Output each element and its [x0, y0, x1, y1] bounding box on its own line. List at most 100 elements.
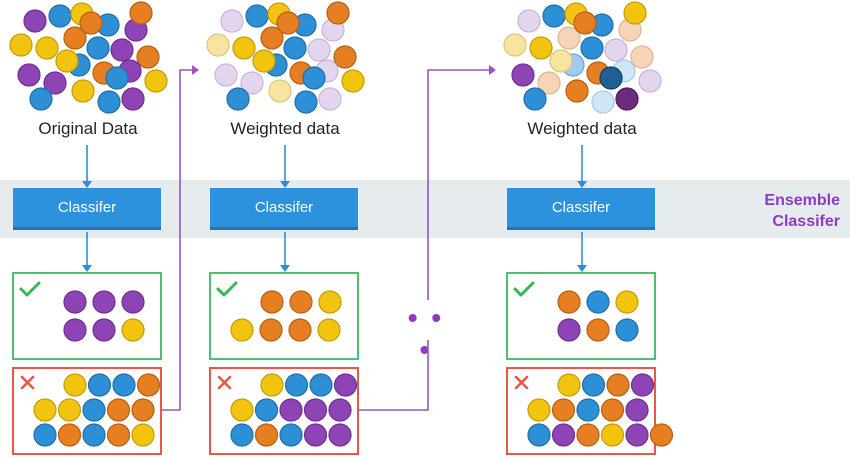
cloud-dot — [604, 38, 628, 62]
cloud-dot — [71, 79, 95, 103]
incorrect-dot — [131, 423, 155, 447]
cloud-dot — [557, 26, 581, 50]
incorrect-dot — [649, 423, 674, 447]
incorrect-dot — [136, 373, 161, 397]
cloud-dot — [333, 45, 357, 69]
cross-icon — [20, 375, 35, 390]
correct-dot — [318, 290, 342, 314]
data-label-weighted-1: Weighted data — [230, 119, 340, 138]
incorrect-dot — [328, 423, 352, 447]
correct-dot — [92, 290, 116, 314]
incorrect-dot — [230, 398, 254, 422]
cloud-dot — [17, 63, 41, 87]
correct-dot — [121, 318, 145, 342]
arrow-head — [280, 265, 290, 272]
incorrect-dot — [606, 373, 630, 397]
cloud-dot — [48, 4, 72, 28]
arrow-head — [82, 181, 92, 188]
incorrect-dot — [112, 373, 136, 397]
correct-dot — [615, 290, 639, 314]
incorrect-dot — [254, 423, 279, 447]
cloud-dot — [630, 45, 654, 69]
cloud-dot — [599, 66, 623, 90]
classifier-button-2[interactable]: Classifer — [210, 188, 358, 230]
cloud-dot — [35, 36, 59, 60]
cloud-dot — [573, 11, 597, 35]
incorrect-dot — [279, 398, 303, 422]
cloud-dot — [43, 71, 67, 95]
incorrect-dot — [303, 423, 328, 447]
incorrect-dot — [551, 398, 576, 422]
cloud-dot — [144, 69, 168, 93]
cloud-dot — [307, 38, 331, 62]
incorrect-dot — [260, 373, 284, 397]
cloud-dot — [276, 11, 300, 35]
cloud-dot — [517, 9, 541, 33]
cloud-dot — [29, 87, 53, 111]
cloud-dot — [214, 63, 238, 87]
correct-dot — [230, 318, 254, 342]
incorrect-dot — [309, 373, 333, 397]
correct-dot — [586, 290, 610, 314]
classifier-button-3[interactable]: Classifer — [507, 188, 655, 230]
correct-dot — [557, 290, 581, 314]
cloud-dot — [79, 11, 103, 35]
check-icon — [19, 281, 41, 297]
incorrect-dot — [328, 398, 352, 422]
incorrect-dot — [600, 423, 625, 447]
classifier-button-1[interactable]: Classifer — [13, 188, 161, 230]
cloud-dot — [638, 69, 662, 93]
incorrect-dot — [87, 373, 112, 397]
incorrect-dot — [254, 398, 279, 422]
incorrect-dot — [33, 398, 57, 422]
reweight-arrow — [161, 69, 193, 411]
incorrect-dot — [576, 398, 600, 422]
correct-dot — [260, 290, 284, 314]
arrow-head — [577, 265, 587, 272]
cloud-dot — [240, 71, 264, 95]
arrow-head — [489, 65, 496, 75]
cloud-dot — [326, 1, 350, 25]
cloud-dot — [121, 87, 145, 111]
incorrect-dot — [106, 398, 131, 422]
correct-box — [209, 272, 359, 360]
incorrect-dot — [131, 398, 155, 422]
incorrect-dot — [57, 398, 82, 422]
incorrect-dot — [625, 398, 649, 422]
arrow-head — [577, 181, 587, 188]
data-label-weighted-2: Weighted data — [527, 119, 637, 138]
correct-dot — [557, 318, 581, 342]
cloud-dot — [549, 49, 573, 73]
ellipsis: • • • — [407, 302, 445, 365]
cloud-dot — [110, 38, 134, 62]
check-icon — [216, 281, 238, 297]
cloud-dot — [341, 69, 365, 93]
cloud-dot — [9, 33, 33, 57]
cloud-dot — [615, 87, 639, 111]
correct-dot — [121, 290, 145, 314]
cloud-dot — [318, 87, 342, 111]
correct-dot — [317, 318, 341, 342]
arrow-head — [82, 265, 92, 272]
correct-dot — [259, 318, 283, 342]
cloud-dot — [136, 45, 160, 69]
cloud-dot — [206, 33, 230, 57]
incorrect-dot — [527, 398, 551, 422]
incorrect-dot — [57, 423, 82, 447]
cloud-dot — [245, 4, 269, 28]
cloud-dot — [268, 79, 292, 103]
arrow-head — [280, 181, 290, 188]
cross-icon — [514, 375, 529, 390]
cloud-dot — [23, 9, 47, 33]
arrow-head — [192, 65, 199, 75]
correct-dot — [63, 290, 87, 314]
cloud-dot — [565, 79, 589, 103]
cloud-dot — [260, 26, 284, 50]
correct-dot — [288, 318, 312, 342]
correct-dot — [586, 318, 610, 342]
data-label-original: Original Data — [38, 119, 138, 138]
cloud-dot — [232, 36, 256, 60]
cloud-dot — [86, 36, 110, 60]
